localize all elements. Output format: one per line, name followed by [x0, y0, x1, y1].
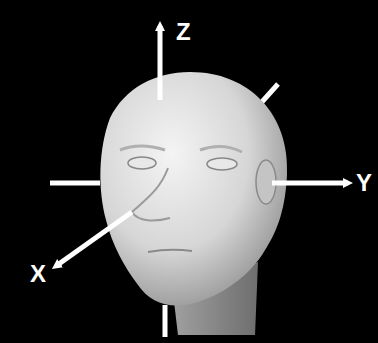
z-axis-bottom: [163, 305, 168, 337]
axis-label: X: [30, 262, 46, 286]
z-axis: [158, 26, 163, 100]
axis-label: Y: [356, 171, 372, 195]
axis-label: Z: [176, 20, 191, 44]
brow: [200, 146, 242, 152]
y-axis-back: [50, 181, 100, 186]
brow: [120, 146, 165, 150]
nose: [132, 168, 170, 220]
mouth: [148, 250, 192, 252]
eye: [207, 158, 237, 170]
head: [100, 72, 287, 306]
eye: [128, 157, 156, 169]
y-axis: [272, 181, 348, 186]
x-axis: [56, 212, 132, 266]
